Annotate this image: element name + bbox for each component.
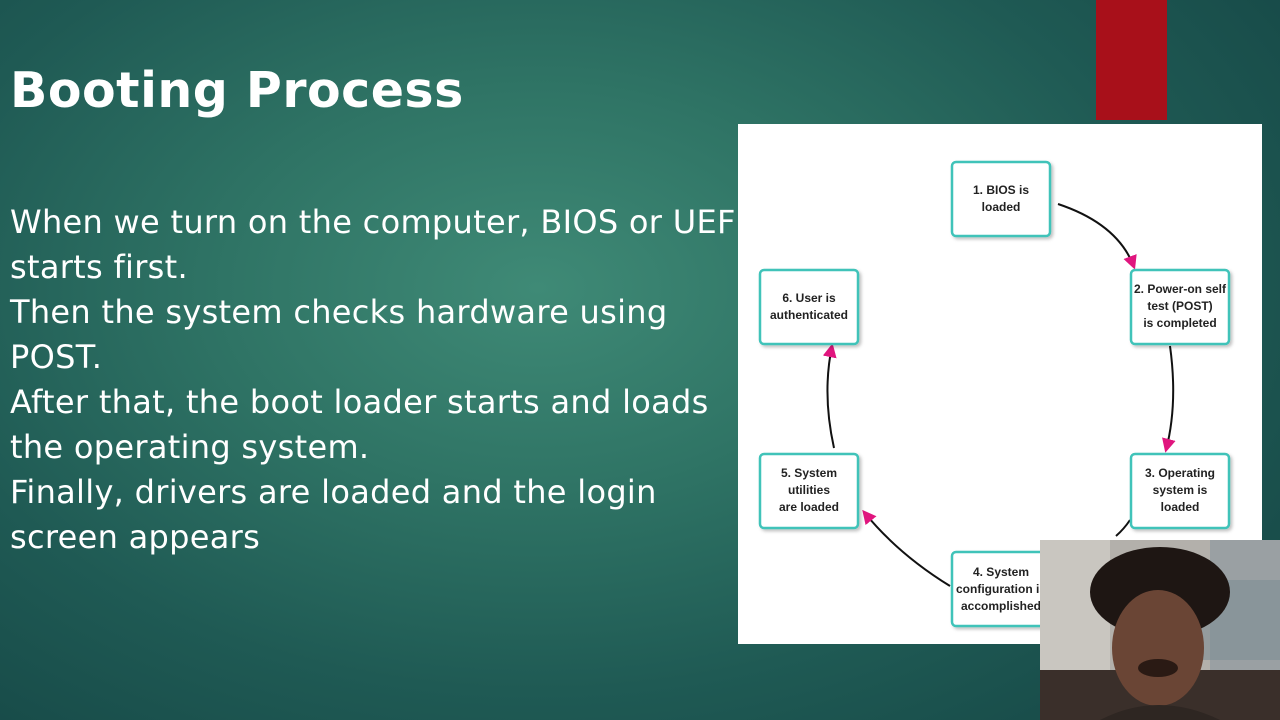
step-2-line-1: 2. Power-on self xyxy=(1134,282,1227,296)
person-video-icon xyxy=(1040,540,1280,720)
step-5-line-1: 5. System xyxy=(781,466,837,480)
step-6-line-1: 6. User is xyxy=(782,291,836,305)
step-5-node: 5. System utilities are loaded xyxy=(758,452,860,530)
step-4-line-1: 4. System xyxy=(973,565,1029,579)
step-3-line-1: 3. Operating xyxy=(1145,466,1215,480)
step-5-line-3: are loaded xyxy=(779,500,839,514)
arrow-4-to-5 xyxy=(862,509,951,587)
slide-title: Booting Process xyxy=(10,62,464,119)
step-5-line-2: utilities xyxy=(788,483,830,497)
step-3-node: 3. Operating system is loaded xyxy=(1129,452,1231,530)
step-2-line-2: test (POST) xyxy=(1147,299,1212,313)
step-3-line-3: loaded xyxy=(1161,500,1200,514)
step-6-node: 6. User is authenticated xyxy=(758,268,860,346)
arrow-3-to-4 xyxy=(1115,519,1131,537)
step-1-line-2: loaded xyxy=(982,200,1021,214)
arrow-5-to-6 xyxy=(822,343,837,449)
diagram-canvas: 1. BIOS is loaded 2. Power-on self test (P… xyxy=(758,160,1231,628)
arrow-2-to-3 xyxy=(1162,345,1176,453)
step-2-node: 2. Power-on self test (POST) is completed xyxy=(1129,268,1231,346)
step-3-line-2: system is xyxy=(1153,483,1208,497)
step-4-line-3: accomplished xyxy=(961,599,1041,613)
step-2-line-3: is completed xyxy=(1143,316,1216,330)
paragraph-1: When we turn on the computer, BIOS or UE… xyxy=(10,203,746,286)
slide-body: When we turn on the computer, BIOS or UE… xyxy=(10,200,750,560)
step-6-line-2: authenticated xyxy=(770,308,848,322)
accent-bar xyxy=(1096,0,1167,120)
paragraph-3: After that, the boot loader starts and l… xyxy=(10,383,709,466)
step-4-line-2: configuration is xyxy=(956,582,1046,596)
paragraph-4: Finally, drivers are loaded and the logi… xyxy=(10,473,657,556)
step-1-line-1: 1. BIOS is xyxy=(973,183,1029,197)
arrow-1-to-2 xyxy=(1057,203,1137,270)
boot-cycle-diagram: 1. BIOS is loaded 2. Power-on self test (P… xyxy=(738,124,1262,644)
paragraph-2: Then the system checks hardware using PO… xyxy=(10,293,668,376)
webcam-overlay xyxy=(1040,540,1280,720)
step-4-node: 4. System configuration is accomplished xyxy=(950,550,1052,628)
step-1-node: 1. BIOS is loaded xyxy=(950,160,1052,238)
